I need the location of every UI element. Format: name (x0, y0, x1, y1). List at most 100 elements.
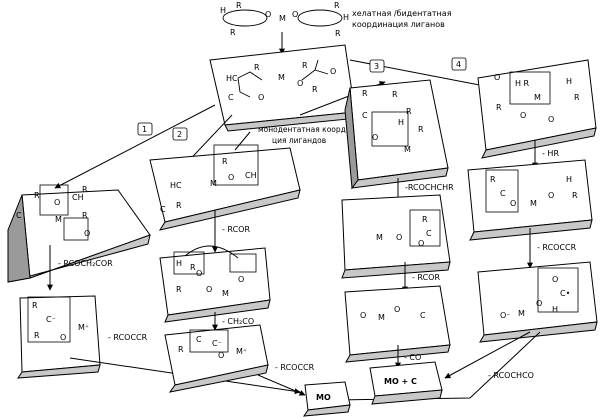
svg-text:M: M (376, 233, 383, 242)
svg-text:M: M (404, 145, 411, 154)
svg-text:O: O (297, 79, 303, 88)
svg-text:O: O (265, 10, 271, 19)
svg-text:R: R (236, 1, 242, 10)
svg-text:O: O (54, 198, 60, 207)
path3-plate1: R R C H R R M O (344, 79, 449, 190)
step-p3-b: - RCOR (412, 273, 440, 282)
svg-text:C: C (420, 311, 426, 320)
svg-text:HC: HC (226, 74, 238, 83)
path2-plate1: HC C R M O CH R (149, 144, 301, 231)
path4-plate2: R C O M O H R (467, 159, 593, 241)
svg-text:H: H (566, 77, 572, 86)
chelate-caption-line1: хелатная /бидентатная (352, 9, 452, 18)
svg-text:O⁻: O⁻ (500, 311, 511, 320)
svg-text:O: O (552, 275, 558, 284)
center-metal: M (279, 14, 286, 23)
path-badge-4: 4 (451, 57, 467, 71)
central-plate: HC R C O M O R O R (209, 44, 359, 132)
svg-text:R: R (254, 63, 260, 72)
svg-text:R: R (222, 157, 228, 166)
svg-text:R: R (335, 29, 341, 38)
svg-text:C⁻: C⁻ (46, 315, 56, 324)
svg-text:R: R (34, 191, 40, 200)
svg-text:C: C (228, 93, 234, 102)
svg-text:M: M (378, 313, 385, 322)
path3-plate2: M O R C O (341, 194, 451, 279)
svg-text:O: O (84, 229, 90, 238)
svg-text:M: M (55, 215, 62, 224)
svg-text:R: R (190, 263, 196, 272)
svg-text:O: O (60, 333, 66, 342)
svg-text:R: R (230, 28, 236, 37)
svg-text:R: R (178, 345, 184, 354)
svg-text:O: O (218, 351, 224, 360)
svg-text:O: O (196, 269, 202, 278)
step-p2-b: - CH₂CO (222, 317, 254, 326)
svg-text:R: R (34, 331, 40, 340)
svg-text:M: M (278, 73, 285, 82)
svg-text:O: O (510, 199, 516, 208)
svg-text:R: R (406, 107, 412, 116)
svg-text:M: M (534, 93, 541, 102)
svg-text:C: C (160, 205, 166, 214)
svg-text:O: O (396, 233, 402, 242)
path-badge-2: 2 (172, 127, 188, 141)
svg-text:C⁻: C⁻ (212, 339, 222, 348)
svg-text:H: H (566, 175, 572, 184)
monodentate-caption-line1: монодентатная координа- (258, 125, 363, 134)
path1-plate2: R C⁻ R O M⁺ (17, 295, 101, 379)
svg-text:O: O (372, 133, 378, 142)
svg-text:R: R (392, 90, 398, 99)
svg-text:R: R (302, 61, 308, 70)
path-badge-3: 3 (369, 59, 385, 73)
svg-text:HC: HC (170, 181, 182, 190)
svg-text:M: M (222, 289, 229, 298)
svg-text:R: R (176, 285, 182, 294)
svg-text:M: M (210, 179, 217, 188)
svg-text:M⁺: M⁺ (236, 347, 247, 356)
svg-text:MO: MO (316, 393, 331, 402)
svg-text:R: R (574, 93, 580, 102)
svg-text:R: R (490, 175, 496, 184)
svg-text:R: R (82, 211, 88, 220)
svg-text:R: R (422, 215, 428, 224)
path1-plate1: R C O M CH R R O (7, 184, 151, 283)
svg-text:R: R (334, 1, 340, 10)
svg-text:C•: C• (560, 289, 570, 298)
svg-text:R: R (496, 103, 502, 112)
path2-plate2: H O O M O R R (159, 245, 271, 323)
svg-text:O: O (258, 93, 264, 102)
svg-text:R: R (572, 191, 578, 200)
svg-text:H: H (343, 13, 349, 22)
svg-text:R: R (362, 89, 368, 98)
svg-text:O: O (536, 299, 542, 308)
svg-text:O: O (228, 173, 234, 182)
svg-text:R: R (312, 85, 318, 94)
svg-text:O: O (520, 111, 526, 120)
svg-text:R: R (418, 125, 424, 134)
svg-text:2: 2 (177, 130, 182, 139)
step-p1-a: - RCOCH₂COR (58, 259, 113, 268)
monodentate-caption-line2: ция лигандов (272, 136, 326, 145)
svg-text:MO + C: MO + C (384, 377, 417, 386)
svg-text:O: O (238, 275, 244, 284)
svg-text:R: R (32, 301, 38, 310)
svg-text:O: O (548, 115, 554, 124)
product-mo-c: MO + C (369, 361, 443, 405)
step-p4-c: - RCOCHCO (488, 371, 534, 380)
svg-text:CH: CH (72, 193, 84, 202)
svg-text:C: C (426, 229, 432, 238)
svg-text:O: O (206, 285, 212, 294)
svg-text:H: H (176, 259, 182, 268)
svg-text:C: C (196, 335, 202, 344)
path-badge-1: 1 (137, 122, 153, 136)
step-p1-b: - RCOCCR (108, 333, 148, 342)
svg-text:M⁺: M⁺ (78, 323, 89, 332)
svg-text:C: C (16, 211, 22, 220)
svg-text:O: O (292, 10, 298, 19)
svg-text:O: O (548, 191, 554, 200)
step-p3-a: -RCOCHCHR (405, 183, 454, 192)
svg-text:M: M (518, 309, 525, 318)
arrow-path-1 (54, 104, 216, 189)
